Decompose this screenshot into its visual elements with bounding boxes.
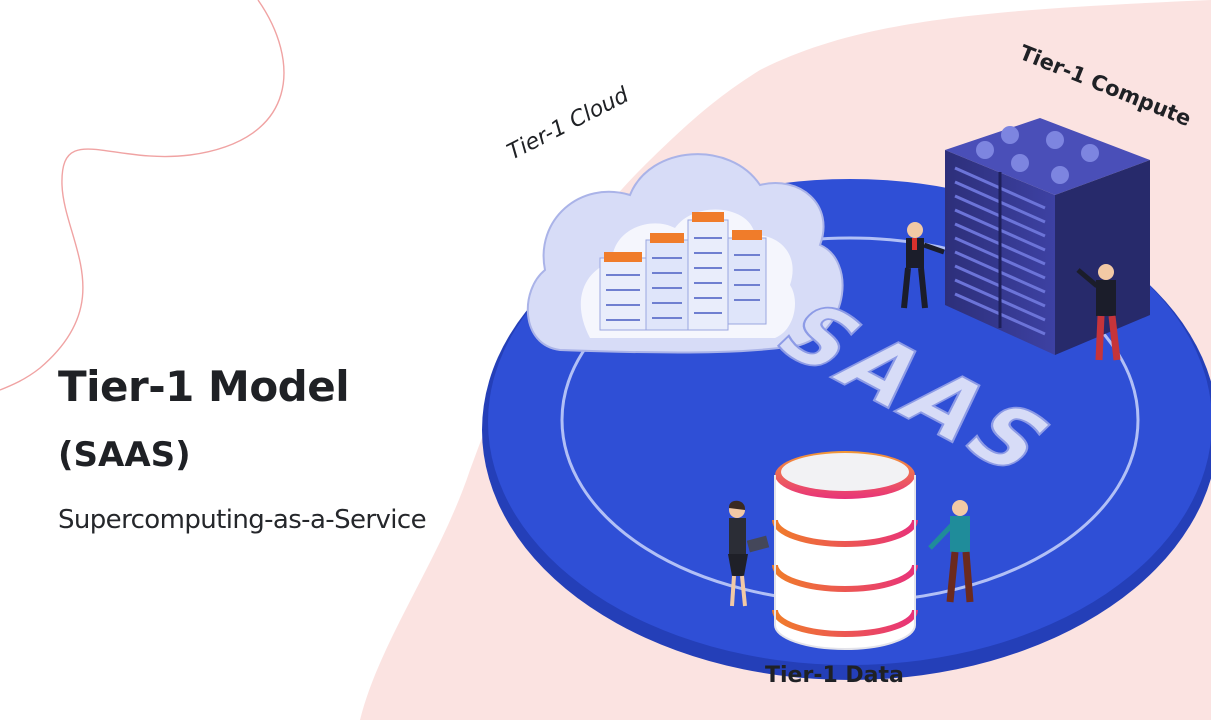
person-businessman-icon [901,222,945,309]
person-woman-laptop-icon [728,500,770,607]
data-label: Tier-1 Data [765,663,904,688]
cloud-label: Tier-1 Cloud [503,82,634,165]
page-subtitle: (SAAS) [58,435,191,475]
compute-server-icon [945,118,1150,355]
database-icon [772,451,918,650]
page-tagline: Supercomputing-as-a-Service [58,505,427,535]
cloud-server-stack [599,212,767,331]
person-technician-icon [1076,264,1121,361]
decorative-curve [0,0,285,391]
cloud-icon [526,153,844,354]
person-man-teal-icon [928,500,974,603]
page-title: Tier-1 Model [58,362,350,411]
